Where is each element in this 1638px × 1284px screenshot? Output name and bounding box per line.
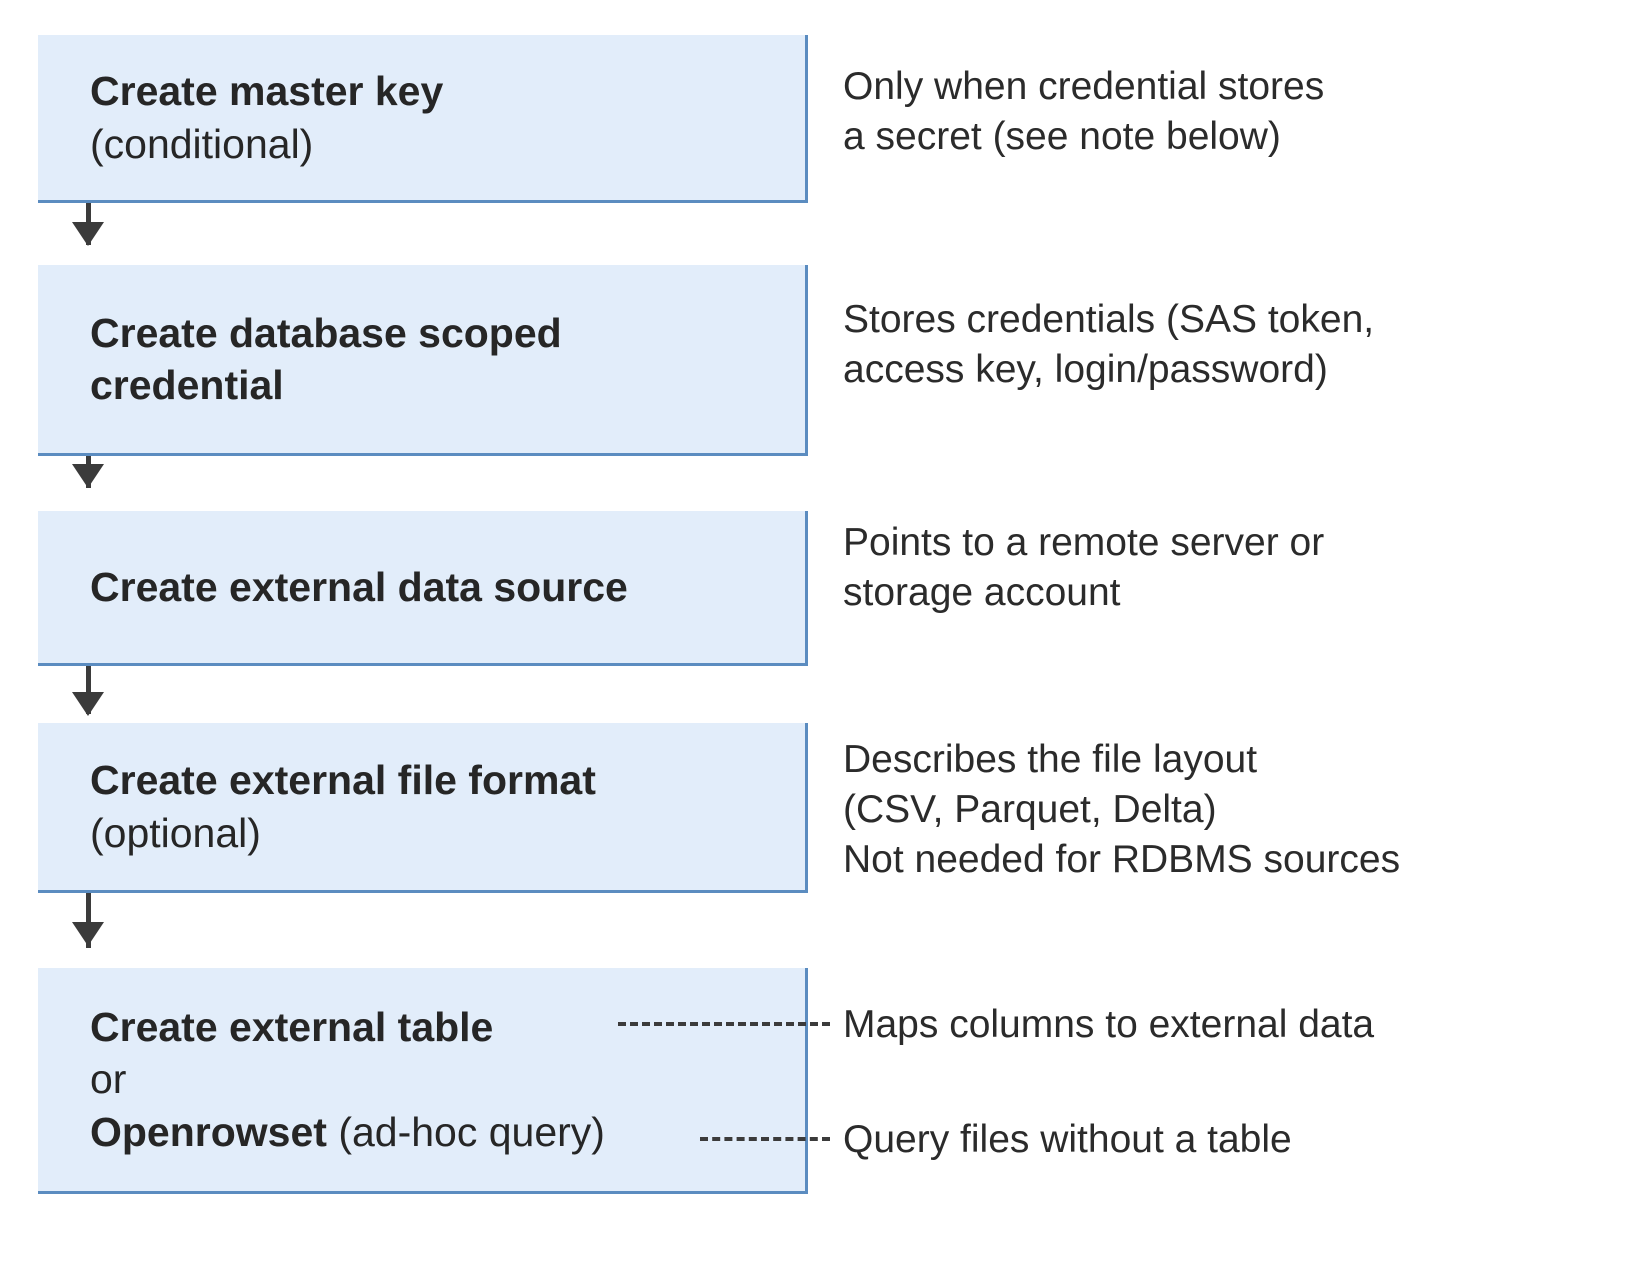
note-create-external-file-format: Describes the file layout (CSV, Parquet,… <box>843 735 1400 885</box>
step-heading: Create master key <box>90 68 444 115</box>
step-box-create-database-scoped-credential[interactable]: Create database scoped credential <box>38 265 808 456</box>
callout-line: Query files without a table <box>843 1118 1292 1161</box>
note-line: Stores credentials (SAS token, <box>843 298 1375 341</box>
arrow-connector-3-line <box>86 666 91 714</box>
arrow-down-icon <box>72 464 104 488</box>
note-line: Only when credential stores <box>843 65 1325 108</box>
step-heading-alt-suffix: (ad-hoc query) <box>326 1108 605 1155</box>
step-box-text: Create master key (conditional) <box>38 65 805 169</box>
step-heading: Create external table <box>90 1004 494 1051</box>
step-separator: or <box>90 1056 127 1103</box>
step-box-create-master-key[interactable]: Create master key (conditional) <box>38 35 808 203</box>
step-heading: Create external file format <box>90 757 596 804</box>
callout-external-table: Maps columns to external data <box>843 1000 1374 1050</box>
note-create-external-data-source: Points to a remote server or storage acc… <box>843 518 1324 618</box>
step-heading: Create external data source <box>90 563 628 610</box>
note-line: access key, login/password) <box>843 347 1328 391</box>
note-line: Points to a remote server or <box>843 521 1325 564</box>
step-heading-alt: Openrowset (ad-hoc query) <box>90 1106 791 1158</box>
step-box-text: Create external file format (optional) <box>38 754 805 858</box>
step-box-text: Create external data source <box>38 561 805 613</box>
note-create-database-scoped-credential: Stores credentials (SAS token, access ke… <box>843 295 1374 395</box>
step-box-text: Create database scoped credential <box>38 307 805 411</box>
step-heading-line2: credential <box>90 362 284 408</box>
step-box-create-external-data-source[interactable]: Create external data source <box>38 511 808 666</box>
step-box-create-external-file-format[interactable]: Create external file format (optional) <box>38 723 808 893</box>
note-line: a secret (see note below) <box>843 114 1281 158</box>
note-create-master-key: Only when credential stores a secret (se… <box>843 62 1324 162</box>
step-subtitle: (conditional) <box>90 120 314 167</box>
step-heading: Create database scoped <box>90 309 562 356</box>
note-line: (CSV, Parquet, Delta) <box>843 787 1217 831</box>
note-line: storage account <box>843 570 1121 614</box>
callout-line: Maps columns to external data <box>843 1003 1375 1046</box>
callout-openrowset: Query files without a table <box>843 1115 1292 1165</box>
step-heading-alt-label: Openrowset <box>90 1108 327 1155</box>
arrow-down-icon <box>72 922 104 946</box>
step-box-create-external-table-or-openrowset[interactable]: Create external table or Openrowset (ad-… <box>38 968 808 1194</box>
arrow-down-icon <box>72 692 104 716</box>
step-box-text: Create external table or Openrowset (ad-… <box>38 1001 805 1157</box>
arrow-down-icon <box>72 222 104 246</box>
note-line: Describes the file layout <box>843 738 1258 781</box>
step-subtitle: (optional) <box>90 809 261 856</box>
dashed-leader-external-table <box>618 1022 830 1026</box>
note-line: Not needed for RDBMS sources <box>843 837 1401 881</box>
arrow-connector-4-line <box>86 893 91 948</box>
dashed-leader-openrowset <box>700 1137 830 1141</box>
